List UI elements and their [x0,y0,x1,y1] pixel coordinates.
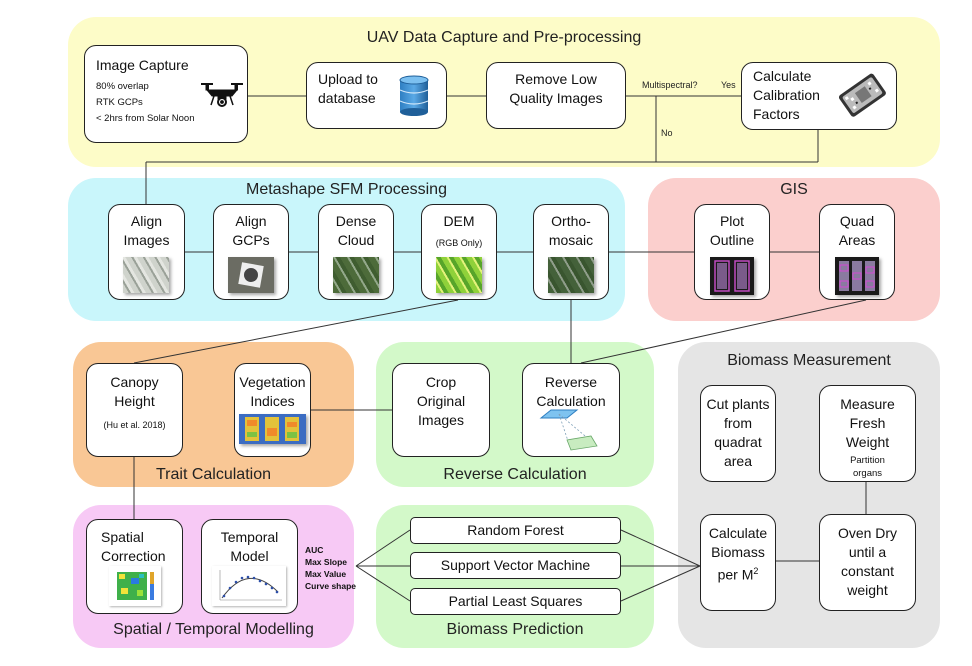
dem-box: DEM (RGB Only) [421,204,497,300]
dense-cloud-thumbnail [333,257,379,293]
calculate-biomass-superscript: 2 [753,566,759,576]
metric-curve-shape: Curve shape [305,581,357,591]
gis-panel: GIS [648,178,940,321]
canopy-height-box: Canopy Height (Hu et al. 2018) [86,363,183,457]
projection-icon [539,409,598,451]
upload-database-label: Upload to database [318,71,378,106]
image-capture-line-1: 80% overlap [96,81,149,92]
vegetation-indices-label: Vegetation Indices [239,374,306,409]
measure-fresh-weight-box: Measure Fresh Weight Partition organs [819,385,916,482]
vegetation-indices-box: Vegetation Indices [234,363,311,457]
multispectral-label: Multispectral? [642,80,698,90]
align-images-box: Align Images [108,204,185,300]
drone-icon [201,83,243,107]
orthomosaic-thumbnail [548,257,594,293]
svm-label: Support Vector Machine [440,557,591,573]
remove-low-quality-box: Remove Low Quality Images [486,62,626,129]
temporal-metrics-list: AUC Max Slope Max Value Curve shape [305,544,356,592]
measure-fresh-weight-label: Measure Fresh Weight [840,396,895,450]
oven-dry-label: Oven Dry until a constant weight [837,525,898,598]
reverse-panel-title: Reverse Calculation [443,466,587,483]
metric-auc: AUC [305,545,324,555]
upload-database-box: Upload to database [306,62,447,129]
spatial-correction-box: Spatial Correction [86,519,183,614]
align-gcps-label: Align GCPs [232,213,270,248]
metric-max-value: Max Value [305,569,347,579]
pls-box: Partial Least Squares [410,588,621,615]
vegetation-indices-graphic [245,417,299,441]
align-images-label: Align Images [123,213,170,248]
oven-dry-box: Oven Dry until a constant weight [819,514,916,611]
reverse-calculation-box: Reverse Calculation [522,363,620,457]
database-icon [399,75,429,116]
image-capture-line-2: RTK GCPs [96,97,143,108]
partition-organs-label: Partition organs [850,455,885,479]
calibration-label: Calculate Calibration Factors [753,68,820,122]
quad-areas-graphic [839,261,875,291]
align-gcps-box: Align GCPs [213,204,289,300]
align-gcps-thumbnail [228,257,274,293]
calculate-biomass-label: Calculate Biomass per M [708,525,768,583]
yes-label: Yes [721,80,736,90]
orthomosaic-label: Ortho- mosaic [548,213,594,248]
image-capture-box: Image Capture 80% overlap RTK GCPs < 2hr… [84,45,248,143]
dense-cloud-label: Dense Cloud [335,213,377,248]
temporal-model-thumbnail [212,566,286,606]
spatial-correction-thumbnail [109,566,161,606]
pls-label: Partial Least Squares [448,593,583,609]
align-images-thumbnail [123,257,169,293]
quad-areas-thumbnail [835,257,879,295]
plot-outline-graphic [714,260,750,292]
dem-label: DEM [443,213,475,229]
canopy-height-label: Canopy Height [110,374,159,409]
canopy-height-reference: (Hu et al. 2018) [103,420,166,430]
temporal-model-label: Temporal Model [220,529,279,564]
spatial-correction-heatmap [117,572,154,600]
prediction-panel-title: Biomass Prediction [446,621,584,638]
random-forest-box: Random Forest [410,517,621,544]
random-forest-label: Random Forest [467,522,564,538]
cut-plants-label: Cut plants from quadrat area [706,396,770,469]
crop-original-images-box: Crop Original Images [392,363,490,457]
plot-outline-box: Plot Outline [694,204,770,300]
temporal-model-curve [219,570,282,601]
gis-panel-title: GIS [780,181,808,198]
svm-box: Support Vector Machine [410,552,621,579]
image-capture-line-3: < 2hrs from Solar Noon [96,113,195,124]
dem-thumbnail [436,257,482,293]
vegetation-indices-thumbnail [239,414,306,444]
calibration-box: Calculate Calibration Factors [741,62,897,130]
gcp-target-icon [238,262,264,288]
trait-panel-title: Trait Calculation [155,466,271,483]
uav-panel-title: UAV Data Capture and Pre-processing [366,29,642,46]
calculate-biomass-box: Calculate Biomass per M2 [700,514,776,611]
dense-cloud-box: Dense Cloud [318,204,394,300]
temporal-model-box: Temporal Model [201,519,298,614]
quad-areas-box: Quad Areas [819,204,895,300]
orthomosaic-box: Ortho- mosaic [533,204,609,300]
plot-outline-label: Plot Outline [709,213,755,248]
remove-low-quality-label: Remove Low Quality Images [509,71,603,106]
biomass-measurement-title: Biomass Measurement [727,352,891,369]
crop-original-images-label: Crop Original Images [416,374,466,428]
reverse-calculation-label: Reverse Calculation [536,374,606,409]
calibration-panel-icon [838,73,886,117]
metric-max-slope: Max Slope [305,557,348,567]
no-label: No [661,128,673,138]
spatial-panel-title: Spatial / Temporal Modelling [113,621,314,638]
image-capture-title: Image Capture [96,57,189,73]
spatial-correction-label: Spatial Correction [101,529,166,564]
sfm-panel-title: Metashape SFM Processing [246,181,447,198]
quad-areas-label: Quad Areas [838,213,876,248]
plot-outline-thumbnail [710,257,754,295]
cut-plants-box: Cut plants from quadrat area [700,385,776,482]
dem-note: (RGB Only) [435,238,483,248]
